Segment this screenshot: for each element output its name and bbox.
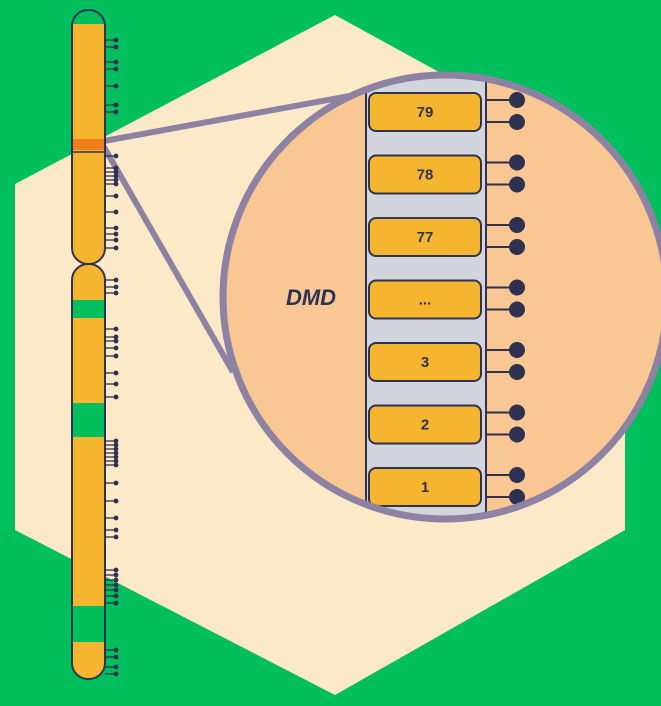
chromosome-probes <box>105 37 119 677</box>
chromosome-probe-icon <box>113 515 119 521</box>
chromosome-probe-icon <box>113 600 119 606</box>
chromosome-probe-icon <box>113 582 119 588</box>
chromosome-probe-icon <box>113 345 119 351</box>
chromosome-probe-icon <box>113 394 119 400</box>
chromosome-probe-icon <box>113 498 119 504</box>
probe-icon <box>509 279 525 296</box>
chromosome-probe-icon <box>113 326 119 332</box>
chromosome-probe-icon <box>113 209 119 215</box>
exon-label: 79 <box>417 104 434 121</box>
exon-label: 3 <box>421 354 429 371</box>
exon-label: 78 <box>417 167 434 184</box>
chromosome-probe-icon <box>113 462 119 468</box>
chromosome-band-dmd <box>72 139 105 150</box>
chromosome-probe-icon <box>113 572 119 578</box>
exon-box <box>368 342 482 382</box>
probe-icon <box>509 239 525 255</box>
chromosome-probe-icon <box>113 177 119 183</box>
chromosome-probe-icon <box>113 173 119 179</box>
chromosome-probe-icon <box>113 237 119 243</box>
chromosome-probe-icon <box>113 442 119 448</box>
gene-label: DMD <box>286 285 336 310</box>
exon-list: 79 78 77... 3 2 1 <box>368 92 482 507</box>
chromosome-probe-icon <box>113 593 119 599</box>
chromosome-probe-icon <box>113 284 119 290</box>
chromosome-band-3 <box>72 606 105 642</box>
chromosome-probe-icon <box>113 577 119 583</box>
exon-label: 1 <box>421 479 429 496</box>
probe-icon <box>509 426 525 443</box>
chromosome-probe-icon <box>113 165 119 171</box>
chromosome-probe-icon <box>113 480 119 486</box>
chromosome-probe-icon <box>113 153 119 159</box>
probe-icon <box>509 301 525 318</box>
chromosome-probe-icon <box>113 66 119 72</box>
probe-icon <box>509 176 525 193</box>
chromosome-probe-icon <box>113 193 119 199</box>
chromosome-probe-icon <box>113 245 119 251</box>
chromosome-probe-icon <box>113 102 119 108</box>
chromosome-probe-icon <box>113 534 119 540</box>
chromosome-probe-icon <box>113 37 119 43</box>
chromosome-probe-icon <box>113 44 119 50</box>
chromosome-probe-icon <box>113 567 119 573</box>
probe-icon <box>509 364 525 380</box>
probe-icon <box>509 404 525 421</box>
exon-box <box>368 92 482 132</box>
probe-icon <box>509 342 525 358</box>
chromosome-probe-icon <box>113 458 119 464</box>
chromosome-probe-icon <box>113 370 119 376</box>
exon-box <box>368 154 482 195</box>
exon-box <box>368 279 482 320</box>
chromosome-probe-icon <box>113 277 119 283</box>
chromosome-probe-icon <box>113 225 119 231</box>
chromosome-probe-icon <box>113 338 119 344</box>
magnifier-circle: 79 78 77... 3 2 1 <box>219 71 661 523</box>
probe-icon <box>509 467 525 483</box>
chromosome-probe-icon <box>113 527 119 533</box>
chromosome-probe-icon <box>113 334 119 340</box>
chromosome-band-2 <box>72 403 105 437</box>
exon-box <box>368 217 482 257</box>
chromosome-probe-icon <box>113 450 119 456</box>
exon-box <box>368 467 482 507</box>
probe-icon <box>509 217 525 233</box>
chromosome-probe-icon <box>113 381 119 387</box>
probe-icon <box>509 114 525 130</box>
probe-icon <box>509 154 525 171</box>
chromosome-probe-icon <box>113 231 119 237</box>
chromosome-band-1 <box>72 300 105 318</box>
probe-icon <box>509 489 525 505</box>
exon-label: 77 <box>417 229 434 246</box>
magnified-probes <box>486 92 525 505</box>
chromosome-probe-icon <box>113 454 119 460</box>
chromosome-probe-icon <box>113 83 119 89</box>
chromosome-probe-icon <box>113 59 119 65</box>
chromosome-probe-icon <box>113 109 119 115</box>
exon-box <box>368 404 482 445</box>
zoom-line-bottom <box>101 145 236 374</box>
chromosome-probe-icon <box>113 438 119 444</box>
chromosome-probe-icon <box>113 654 119 660</box>
magnifier-border <box>219 71 661 523</box>
chromosome-upper-arm <box>72 10 105 264</box>
chromosome-probe-icon <box>113 181 119 187</box>
probe-icon <box>509 92 525 108</box>
chromosome-lower-outline <box>71 263 106 680</box>
chromosome-probe-icon <box>113 664 119 670</box>
chromosome-probe-icon <box>113 169 119 175</box>
chromosome-icon <box>71 9 106 680</box>
chromosome-probe-icon <box>113 353 119 359</box>
chromosome-probe-icon <box>113 587 119 593</box>
chromosome-probe-icon <box>113 446 119 452</box>
exon-label: 2 <box>421 417 429 434</box>
chromosome-probe-icon <box>113 671 119 677</box>
chromosome-band-tip <box>72 10 105 24</box>
chromosome-probe-icon <box>113 647 119 653</box>
exon-label: ... <box>419 292 432 309</box>
chromosome-probe-icon <box>113 290 119 296</box>
